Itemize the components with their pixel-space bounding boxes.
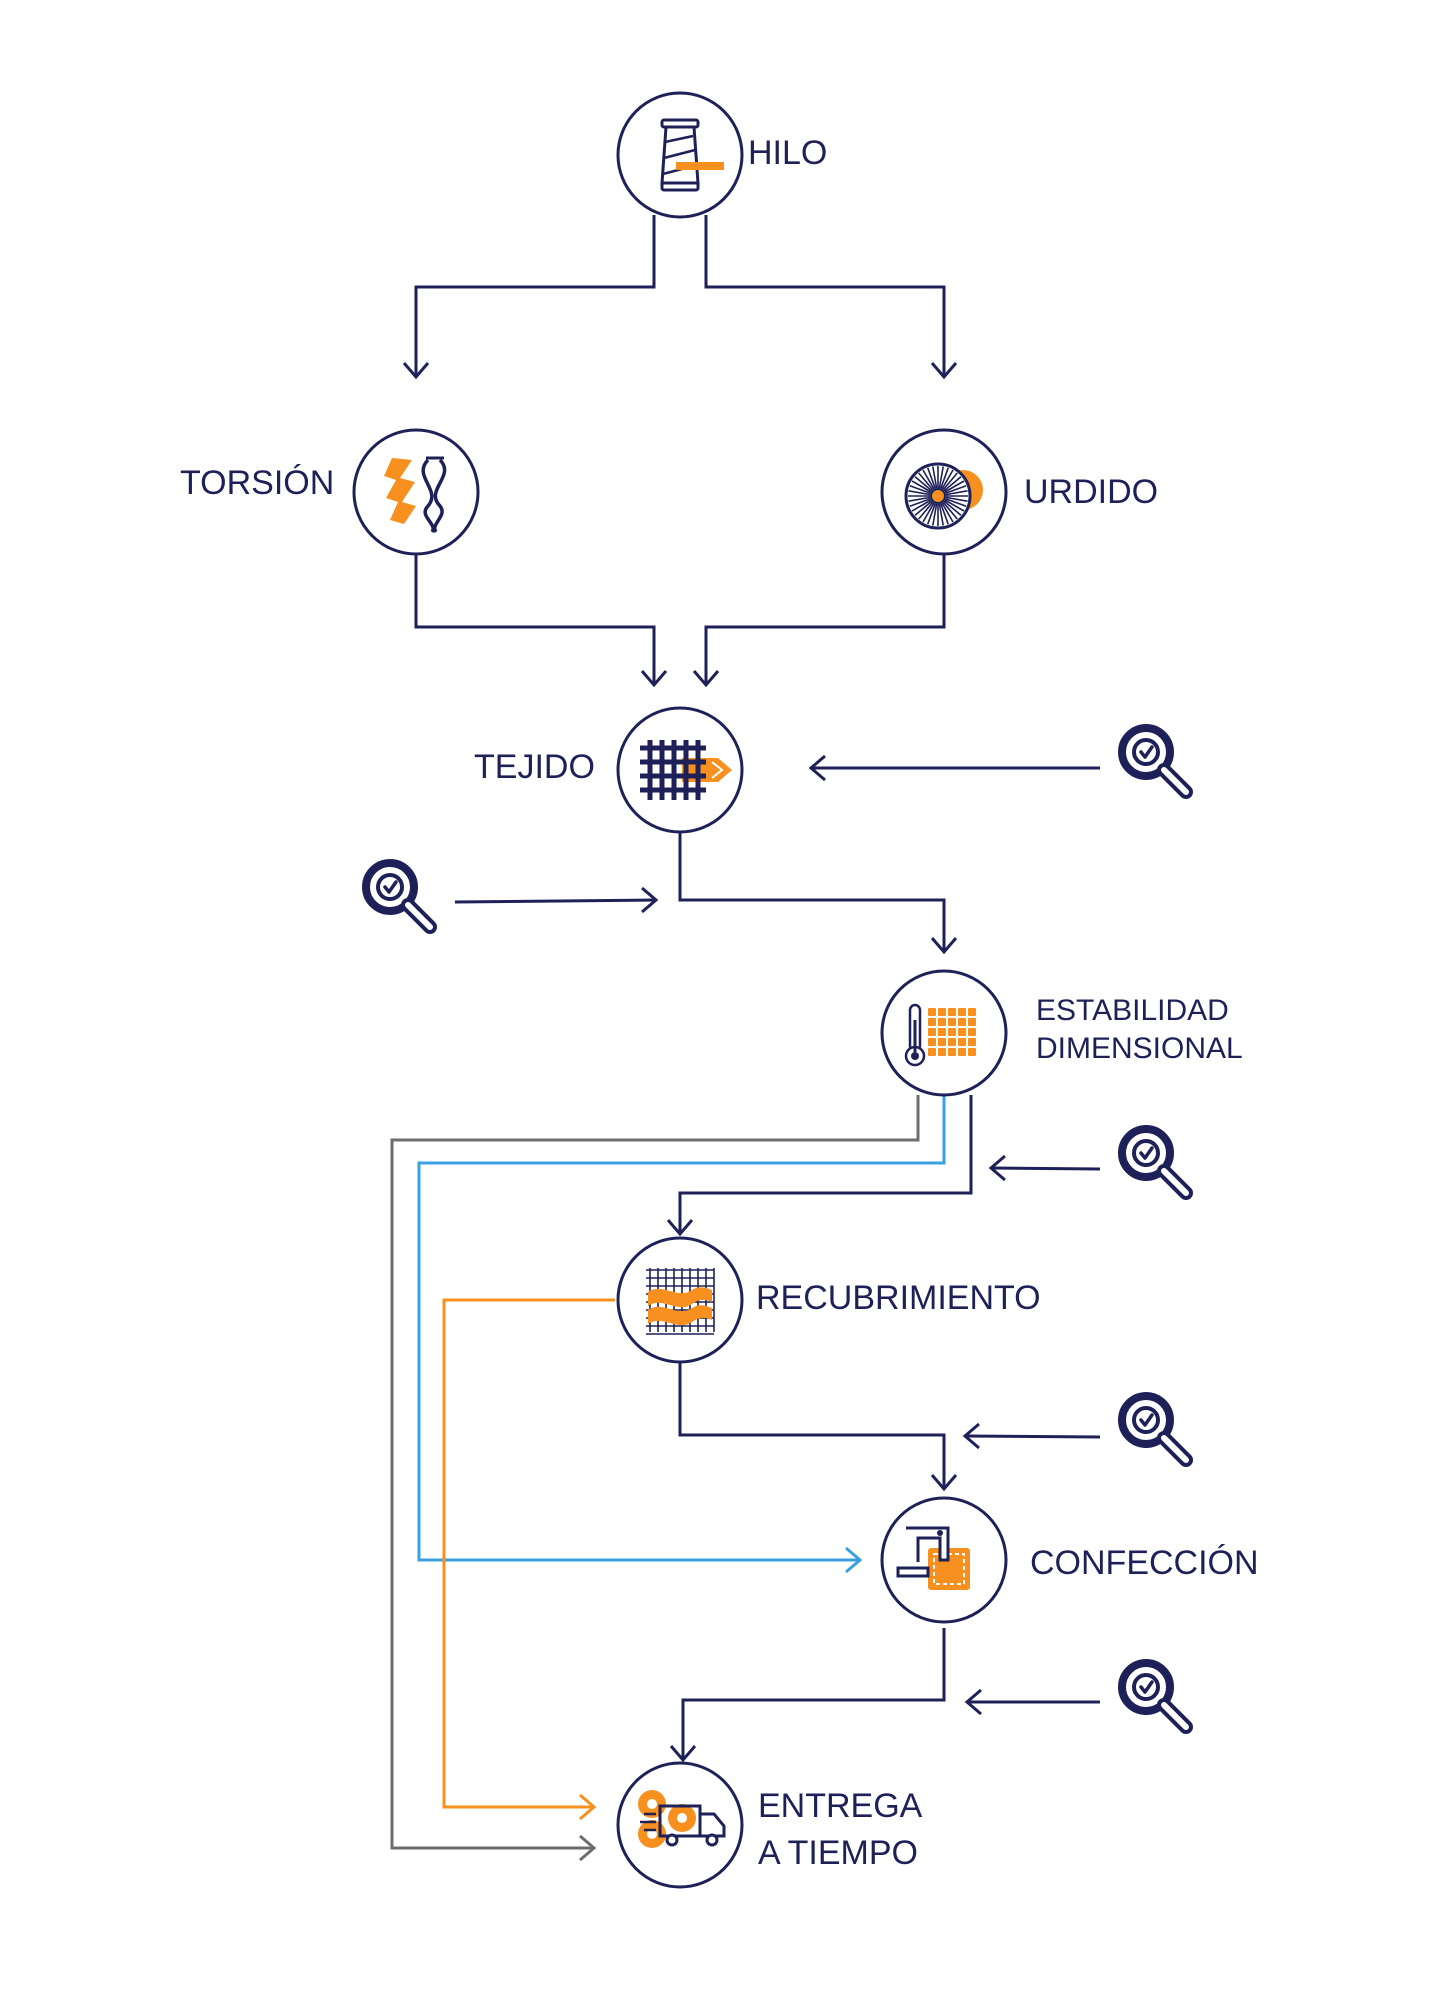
connector-estabilidad-recubrimiento: [678, 1095, 973, 1232]
connector-recubrimiento-confeccion: [678, 1363, 946, 1487]
label-estabilidad-line1: ESTABILIDAD: [1036, 994, 1229, 1027]
magnifier-check-icon: [1122, 1396, 1186, 1460]
node-recubrimiento: [616, 1236, 744, 1364]
connector-recubrimiento-entrega-orange: [442, 1298, 615, 1809]
magnifier-check-icon: [1122, 1129, 1186, 1193]
label-tejido: TEJIDO: [474, 748, 595, 786]
node-urdido: [880, 428, 1008, 556]
connector-tejido-estabilidad: [678, 830, 946, 950]
label-confeccion: CONFECCIÓN: [1030, 1544, 1259, 1582]
connector-urdido-tejido: [704, 555, 946, 683]
connector-hilo-urdido: [704, 215, 946, 375]
magnifier-check-icon: [366, 863, 430, 927]
node-torsion: [352, 428, 480, 556]
twisted-yarn-icon: [384, 456, 447, 534]
label-torsion: TORSIÓN: [180, 464, 335, 502]
warp-beam-icon: [904, 462, 983, 530]
connector-hilo-torsion: [414, 215, 656, 375]
magnifier-check-icon: [1122, 1663, 1186, 1727]
magnifier-check-icon: [1122, 728, 1186, 792]
coated-fabric-icon: [646, 1268, 715, 1335]
label-hilo: HILO: [748, 134, 828, 172]
connector-torsion-tejido: [414, 555, 656, 683]
label-recubrimiento: RECUBRIMIENTO: [756, 1279, 1041, 1317]
woven-fabric-icon: [640, 740, 732, 800]
connector-confeccion-entrega: [681, 1628, 946, 1758]
node-hilo: [616, 91, 744, 219]
connector-estabilidad-entrega-gray: [390, 1095, 920, 1850]
connector-estabilidad-confeccion-blue: [417, 1095, 946, 1562]
delivery-van-icon: [638, 1790, 726, 1848]
label-estabilidad-line2: DIMENSIONAL: [1036, 1032, 1243, 1065]
thread-spool-icon: [660, 118, 724, 192]
node-confeccion: [880, 1496, 1008, 1624]
sewing-machine-icon: [896, 1526, 970, 1590]
node-tejido: [616, 706, 744, 834]
node-estabilidad-dimensional: [880, 969, 1008, 1097]
label-urdido: URDIDO: [1024, 473, 1159, 511]
label-entrega-line2: A TIEMPO: [758, 1834, 918, 1872]
node-entrega-a-tiempo: [616, 1761, 744, 1889]
label-entrega-line1: ENTREGA: [758, 1787, 923, 1825]
thermometer-grid-icon: [904, 1003, 976, 1067]
